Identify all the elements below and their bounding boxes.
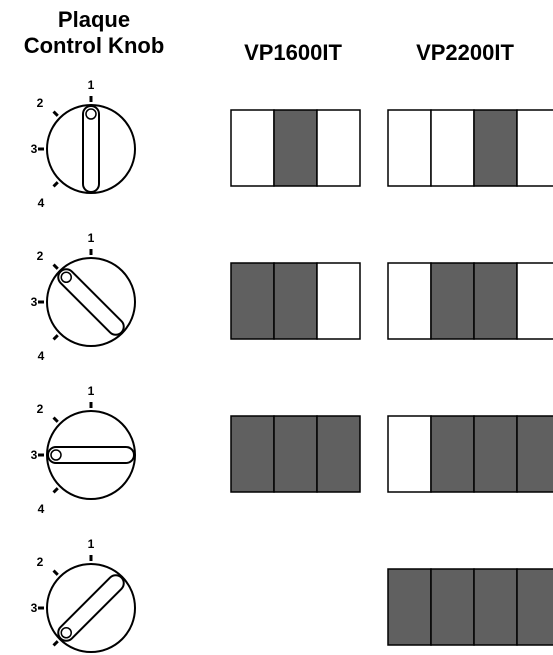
dial-label-2: 2 — [37, 249, 44, 263]
dial-tick-mark — [52, 110, 59, 117]
plaque-control-knob: 1 2 3 4 — [31, 384, 136, 516]
vp1600it-indicator — [230, 109, 361, 187]
dial-label-2: 2 — [37, 402, 44, 416]
knob-slot-bar — [57, 268, 125, 336]
vp2200it-indicator — [387, 262, 553, 340]
row-1: 1 2 3 4 — [31, 78, 553, 210]
vp2200it-segment-off — [387, 109, 432, 187]
knob-slot-bar — [57, 574, 125, 642]
row-3: 1 2 3 4 — [31, 384, 553, 516]
knob-position-marker — [60, 271, 73, 284]
knob-header-line2: Control Knob — [23, 33, 165, 58]
vp2200it-segment-off — [516, 109, 553, 187]
knob-slot — [57, 268, 125, 336]
vp1600it-segment-on — [273, 415, 318, 493]
knob-header-line1: Plaque — [57, 7, 131, 32]
dial-label-2: 2 — [37, 555, 44, 569]
knob-slot-bar — [47, 446, 135, 464]
plaque-control-knob: 1 2 3 4 — [31, 78, 136, 210]
vp1600it-indicator — [230, 415, 361, 493]
knob-slot-bar — [82, 105, 100, 193]
knob-slot — [47, 446, 135, 464]
vp1600it-segment-off — [230, 109, 275, 187]
vp1600it-segment-off — [316, 262, 361, 340]
knob-position-marker — [60, 626, 73, 639]
dial-tick-mark — [52, 263, 59, 270]
knob-slot — [57, 574, 125, 642]
dial-label-3: 3 — [31, 601, 38, 615]
vp1600it-column-header: VP1600IT — [244, 40, 342, 65]
vp2200it-segment-on — [473, 262, 518, 340]
dial-tick-mark — [52, 640, 59, 647]
vp2200it-segment-on — [430, 415, 475, 493]
vp2200it-indicator — [387, 568, 553, 646]
dial-label-3: 3 — [31, 295, 38, 309]
vp1600it-segment-on — [273, 262, 318, 340]
vp2200it-indicator — [387, 109, 553, 187]
vp2200it-segment-on — [516, 415, 553, 493]
vp2200it-column-header: VP2200IT — [416, 40, 514, 65]
vp2200it-segment-on — [387, 568, 432, 646]
vp1600it-segment-on — [230, 415, 275, 493]
vp2200it-indicator — [387, 415, 553, 493]
dial-label-4: 4 — [38, 502, 45, 516]
vp1600it-segment-on — [230, 262, 275, 340]
vp2200it-segment-off — [387, 262, 432, 340]
vp2200it-segment-off — [516, 262, 553, 340]
vp2200it-segment-on — [430, 568, 475, 646]
vp2200it-segment-off — [430, 109, 475, 187]
vp1600it-segment-on — [316, 415, 361, 493]
knob-position-marker — [85, 108, 97, 120]
dial-label-1: 1 — [88, 78, 95, 92]
dial-label-3: 3 — [31, 448, 38, 462]
dial-label-3: 3 — [31, 142, 38, 156]
vp2200it-segment-on — [430, 262, 475, 340]
vp1600it-indicator — [230, 262, 361, 340]
dial-label-4: 4 — [38, 196, 45, 210]
dial-label-4: 4 — [38, 349, 45, 363]
dial-tick-mark — [52, 416, 59, 423]
vp1600it-segment-off — [316, 109, 361, 187]
vp2200it-segment-on — [473, 109, 518, 187]
dial-label-2: 2 — [37, 96, 44, 110]
dial-tick-mark — [52, 181, 59, 188]
dial-label-1: 1 — [88, 384, 95, 398]
plaque-control-knob: 1 2 3 4 — [31, 231, 136, 363]
row-2: 1 2 3 4 — [31, 231, 553, 363]
vp2200it-segment-on — [516, 568, 553, 646]
dial-tick-mark — [52, 487, 59, 494]
knob-column-header: Plaque Control Knob — [0, 7, 188, 59]
vp2200it-segment-on — [473, 568, 518, 646]
dial-tick-mark — [52, 334, 59, 341]
knob-slot — [82, 105, 100, 193]
knob-position-marker — [50, 449, 62, 461]
dial-label-1: 1 — [88, 231, 95, 245]
vp1600it-segment-on — [273, 109, 318, 187]
dial-tick-mark — [52, 569, 59, 576]
dial-label-1: 1 — [88, 537, 95, 551]
vp2200it-segment-off — [387, 415, 432, 493]
vp2200it-segment-on — [473, 415, 518, 493]
